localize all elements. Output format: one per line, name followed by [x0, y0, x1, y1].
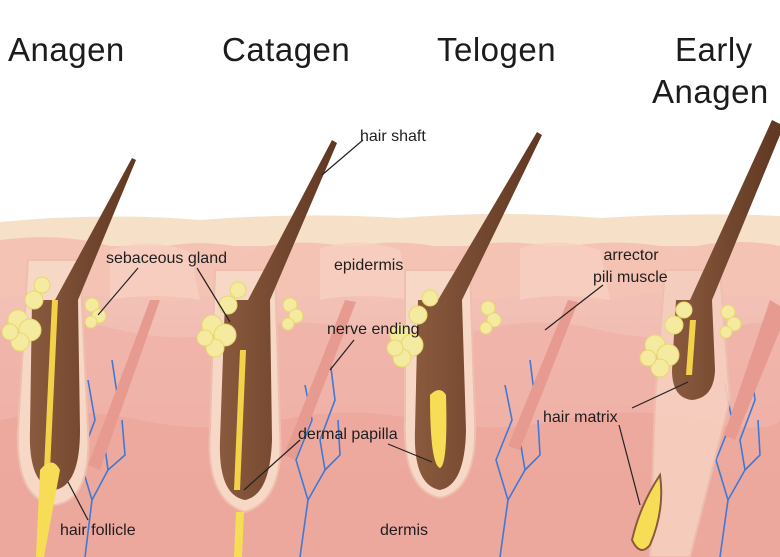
- nerve-endings: [79, 359, 761, 557]
- follicle-anagen: [1, 158, 136, 557]
- title-early-anagen-line2: Anagen: [652, 73, 769, 110]
- title-anagen: Anagen: [8, 31, 125, 68]
- label-sebaceous-gland: sebaceous gland: [106, 250, 227, 267]
- follicle-early-anagen: [630, 120, 780, 557]
- label-nerve-ending: nerve ending: [327, 321, 420, 338]
- label-hair-matrix: hair matrix: [543, 409, 618, 426]
- epidermis-lobe: [520, 242, 610, 300]
- title-early-anagen-line1: Early: [675, 31, 753, 68]
- label-arrector-line2: pili muscle: [593, 269, 668, 286]
- skin-surface: [0, 214, 780, 246]
- label-dermis: dermis: [380, 522, 429, 539]
- title-telogen: Telogen: [437, 31, 557, 68]
- label-hair-follicle: hair follicle: [60, 522, 136, 539]
- epidermis-lobe: [320, 242, 410, 300]
- follicle-catagen: [196, 140, 337, 557]
- dermis-band: [0, 412, 780, 557]
- leader-lines: [67, 139, 689, 521]
- epidermis-lobe: [110, 243, 200, 300]
- label-arrector-line1: arrector: [603, 247, 659, 264]
- label-hair-shaft: hair shaft: [360, 128, 426, 145]
- arrector-pili-muscles: [88, 300, 780, 470]
- label-dermal-papilla: dermal papilla: [298, 426, 398, 443]
- follicle-telogen: [386, 132, 542, 500]
- label-epidermis: epidermis: [334, 257, 404, 274]
- title-catagen: Catagen: [222, 31, 351, 68]
